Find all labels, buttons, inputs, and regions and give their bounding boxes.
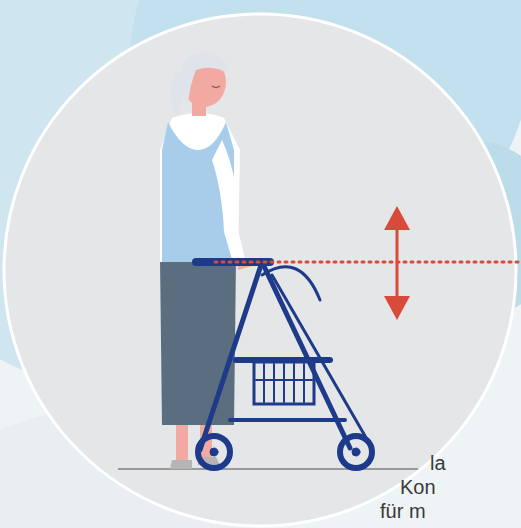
height-line [215, 261, 521, 264]
text-fragment: la [430, 452, 446, 474]
floor-line [118, 468, 418, 470]
rollator [196, 262, 372, 468]
height-arrow [384, 206, 410, 320]
text-fragment: Kon [400, 476, 436, 498]
frame-circle [4, 14, 516, 526]
text-fragment: für m [380, 500, 426, 522]
